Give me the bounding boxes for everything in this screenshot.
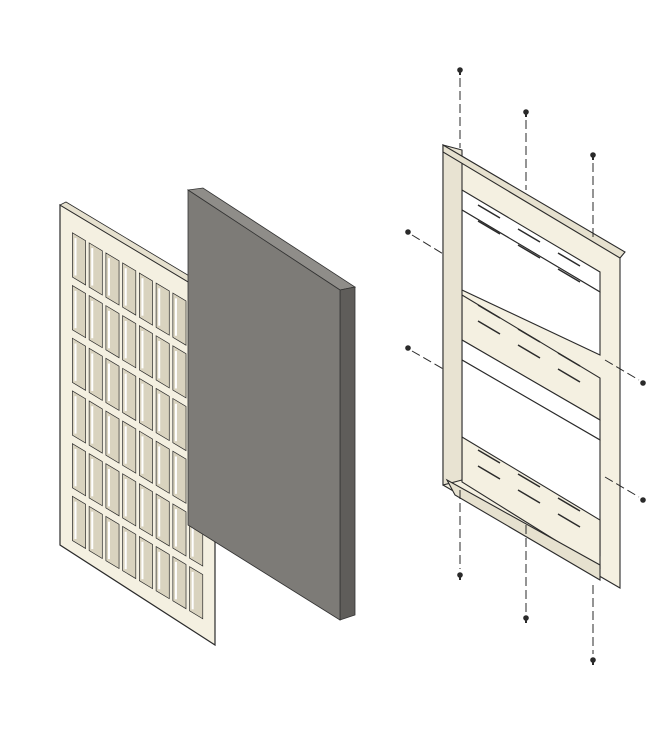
grille-slot [139, 483, 153, 537]
screw-icon [457, 67, 463, 75]
screw-icon [405, 229, 411, 235]
grille-slot [155, 282, 170, 336]
grille-slot [155, 335, 170, 389]
grille-slot [155, 387, 170, 442]
grille-slot [139, 430, 153, 484]
frame-slot [477, 304, 501, 319]
frame-slot [557, 368, 581, 383]
grille-slot [88, 242, 103, 296]
grille-slot [72, 495, 86, 550]
frame-slot [477, 204, 501, 219]
frame-slot [477, 465, 501, 480]
grille-slot [72, 284, 86, 339]
grille-slot [72, 337, 86, 391]
screw-icon [523, 109, 529, 117]
frame-slot [517, 228, 541, 243]
grille-slot [155, 440, 170, 494]
screw-icon [590, 657, 596, 665]
grille-slot [139, 272, 153, 326]
grille-slot [88, 505, 103, 560]
grille-slot [155, 493, 170, 547]
grille-slot [122, 420, 137, 474]
grille-slot [88, 400, 103, 454]
frame-slot [477, 320, 501, 335]
screw-icon [640, 380, 646, 386]
screw-icon [590, 152, 596, 160]
frame-slot [557, 497, 581, 512]
grille-slot [88, 453, 103, 507]
filter-panel-part [186, 187, 357, 621]
frame-slot [557, 252, 581, 267]
screw-icon [640, 497, 646, 503]
grille-slot [172, 555, 187, 610]
grille-slot [105, 463, 120, 517]
frame-slot [557, 268, 581, 283]
grille-slot [122, 525, 137, 580]
grille-slot [172, 292, 187, 346]
grille-slot [172, 450, 187, 504]
frame-slot [517, 328, 541, 343]
grille-slot [88, 347, 103, 402]
frame-slot [517, 489, 541, 504]
grille-slot [105, 357, 120, 412]
grille-slot [139, 535, 153, 590]
screw-icon [457, 572, 463, 580]
grille-slot [105, 305, 120, 359]
screw-icon [405, 345, 411, 351]
grille-slot [189, 566, 204, 620]
frame-slot [557, 352, 581, 367]
grille-slot [122, 367, 137, 422]
frame-slot [517, 473, 541, 488]
grille-slot [105, 410, 120, 464]
guide-line [604, 359, 640, 381]
frame-slot [477, 220, 501, 235]
grille-slot [172, 503, 187, 557]
frame-slot [557, 513, 581, 528]
grille-slot [105, 515, 120, 570]
screw-icon [523, 615, 529, 623]
screw-set [405, 67, 646, 665]
frame-slot [517, 244, 541, 259]
grille-slot [122, 315, 137, 369]
frame-slot [517, 344, 541, 359]
grille-slot [72, 232, 86, 286]
grille-slot [155, 545, 170, 600]
mounting-frame-part [442, 144, 626, 589]
grille-slot [172, 397, 187, 452]
guide-line [411, 350, 446, 371]
grille-slot [72, 390, 86, 444]
grille-slot [105, 252, 120, 306]
grille-slot [72, 443, 86, 497]
grille-slot [122, 473, 137, 527]
grille-slot [172, 345, 187, 399]
grille-slot [139, 325, 153, 379]
guide-line [411, 234, 446, 256]
guide-line [604, 476, 640, 498]
grille-slot [139, 377, 153, 432]
grille-slot [122, 262, 137, 316]
frame-slot [477, 449, 501, 464]
grille-slot [88, 294, 103, 349]
